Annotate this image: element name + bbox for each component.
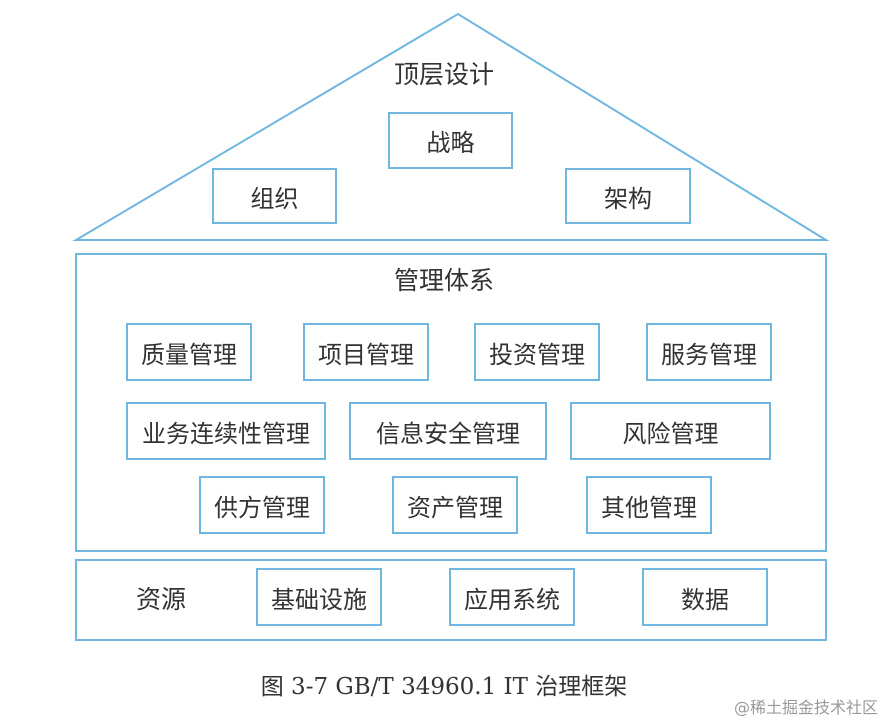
top-design-title: 顶层设计 (394, 60, 495, 89)
application-systems-box: 应用系统 (449, 568, 575, 626)
watermark: @稀土掘金技术社区 (733, 698, 878, 717)
information-security-box: 信息安全管理 (349, 402, 547, 460)
risk-management-box: 风险管理 (570, 402, 771, 460)
business-continuity-box: 业务连续性管理 (126, 402, 326, 460)
management-frame (75, 253, 827, 552)
investment-management-box: 投资管理 (474, 323, 600, 381)
asset-management-box: 资产管理 (392, 476, 518, 534)
roof-triangle (72, 12, 830, 241)
other-management-box: 其他管理 (586, 476, 712, 534)
supplier-management-box: 供方管理 (199, 476, 325, 534)
service-management-box: 服务管理 (646, 323, 772, 381)
strategy-box: 战略 (388, 112, 513, 169)
infrastructure-box: 基础设施 (256, 568, 382, 626)
quality-management-box: 质量管理 (126, 323, 252, 381)
project-management-box: 项目管理 (303, 323, 429, 381)
management-title: 管理体系 (394, 266, 495, 295)
architecture-box: 架构 (565, 168, 691, 224)
resources-title: 资源 (136, 585, 187, 614)
figure-caption: 图 3-7 GB/T 34960.1 IT 治理框架 (260, 674, 628, 700)
resources-frame (75, 559, 827, 641)
data-box: 数据 (642, 568, 768, 626)
organization-box: 组织 (212, 168, 337, 224)
